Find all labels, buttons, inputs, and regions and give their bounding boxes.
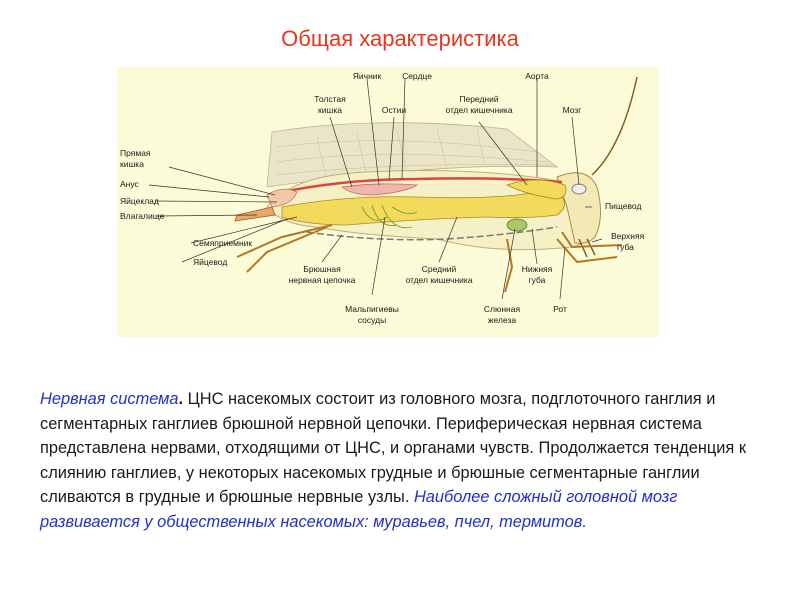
label-oviduct: Яйцевод xyxy=(193,257,227,267)
label-ovary: Яичник xyxy=(353,71,382,81)
highlight-text: Наиболее сложный головной мозг развивает… xyxy=(40,488,678,531)
nerve-cord xyxy=(306,226,558,241)
label-salivary-1: Слюнная xyxy=(484,304,521,314)
label-foregut-1: Передний xyxy=(459,94,499,104)
label-upper-lip-1: Верхняя xyxy=(611,231,645,241)
label-salivary-2: железа xyxy=(488,315,517,325)
label-rectum-1: Прямая xyxy=(120,148,151,158)
label-vagina: Влагалище xyxy=(120,211,165,221)
label-rectum-2: кишка xyxy=(120,159,144,169)
label-aorta: Аорта xyxy=(525,71,549,81)
label-upper-lip-2: губа xyxy=(617,242,634,252)
label-ovipositor: Яйцеклад xyxy=(120,196,159,206)
label-spermatheca: Семяприемник xyxy=(193,238,252,248)
label-large-intestine-2: кишка xyxy=(318,105,342,115)
brain-organ xyxy=(571,183,587,195)
label-malpighian-2: сосуды xyxy=(358,315,386,325)
label-esophagus: Пищевод xyxy=(605,201,641,211)
label-anus: Анус xyxy=(120,179,140,189)
label-lower-lip-2: губа xyxy=(529,275,546,285)
legs xyxy=(236,224,623,293)
end-dot: . xyxy=(582,512,587,531)
insect-anatomy-diagram: Яичник Сердце Аорта Толстая кишка Остии … xyxy=(120,71,645,325)
label-midgut-1: Средний xyxy=(422,264,457,274)
foregut-organ xyxy=(505,179,567,200)
slide-title: Общая характеристика xyxy=(281,26,519,51)
main-text: ЦНС насекомых состоит из головного мозга… xyxy=(40,390,747,507)
label-mouth: Рот xyxy=(553,304,567,314)
term-dot: . xyxy=(178,390,184,408)
antenna xyxy=(591,76,638,176)
gut-tube xyxy=(281,193,565,226)
salivary-gland xyxy=(506,218,528,232)
heart-vessel xyxy=(281,177,563,194)
ovary-organ xyxy=(341,183,419,196)
label-foregut-2: отдел кишечника xyxy=(445,105,512,115)
label-ostia: Остии xyxy=(382,105,407,115)
body-paragraph: Нервная система. ЦНС насекомых состоит и… xyxy=(40,387,770,535)
label-nerve-cord-2: нервная цепочка xyxy=(289,275,356,285)
rectum-organ xyxy=(266,188,298,208)
insect-anatomy-figure: Яичник Сердце Аорта Толстая кишка Остии … xyxy=(117,67,659,337)
ovipositor-organ xyxy=(234,206,276,222)
label-malpighian-1: Мальпигиевы xyxy=(345,304,399,314)
leader-lines xyxy=(148,78,603,300)
label-midgut-2: отдел кишечника xyxy=(405,275,472,285)
term-nervous-system: Нервная система xyxy=(40,390,179,408)
label-lower-lip-1: Нижняя xyxy=(522,264,553,274)
label-nerve-cord-1: Брюшная xyxy=(303,264,341,274)
label-large-intestine-1: Толстая xyxy=(314,94,346,104)
label-brain: Мозг xyxy=(563,105,582,115)
label-heart: Сердце xyxy=(402,71,432,81)
